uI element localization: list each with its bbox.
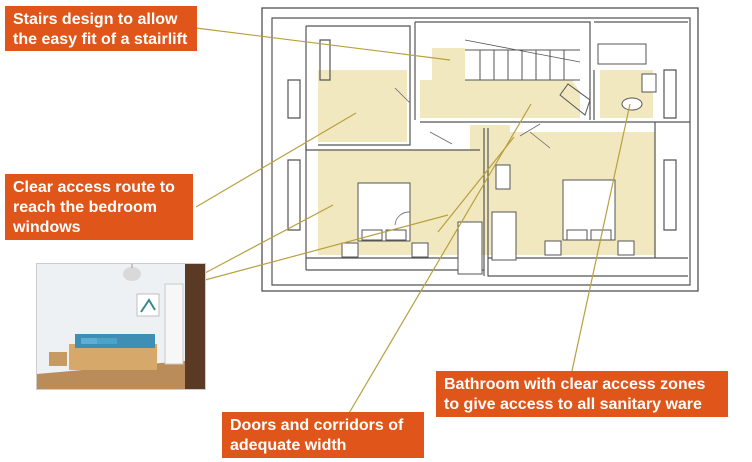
callout-doors-line-2: adequate width (230, 437, 347, 454)
callout-bathroom: Bathroom with clear access zones to give… (436, 371, 728, 417)
walls (271, 17, 691, 286)
callout-stairs: Stairs design to allow the easy fit of a… (5, 6, 197, 51)
callout-doors: Doors and corridors of adequate width (222, 412, 424, 458)
callout-windows: Clear access route to reach the bedroom … (5, 174, 193, 240)
callout-stairs-line-1: Stairs design to allow (13, 11, 178, 28)
bathroom-fittings (597, 43, 657, 111)
leader-windows-3 (204, 214, 449, 281)
leader-stairs (195, 27, 451, 61)
leader-lines (195, 27, 631, 421)
callout-windows-line-2: reach the bedroom (13, 199, 158, 216)
door-swings (394, 87, 551, 226)
leader-windows-1 (195, 112, 357, 208)
zone-stair-landing (420, 48, 580, 118)
callout-bathroom-line-2: to give access to all sanitary ware (444, 396, 702, 413)
wardrobe (457, 221, 483, 275)
leader-bathroom (569, 103, 631, 381)
leader-windows-2 (204, 204, 334, 274)
callout-windows-line-3: windows (13, 219, 81, 236)
callout-windows-line-1: Clear access route to (13, 179, 175, 196)
callout-bathroom-line-1: Bathroom with clear access zones (444, 376, 706, 393)
leader-doors (344, 103, 532, 421)
bedroom-photo-illustration (37, 264, 205, 389)
callout-doors-line-1: Doors and corridors of (230, 417, 404, 434)
stairs (464, 39, 591, 116)
zone-top-left-room (318, 70, 407, 142)
bath (597, 43, 647, 65)
basin (621, 97, 643, 111)
callout-stairs-line-2: the easy fit of a stairlift (13, 31, 188, 48)
bedroom-photo (36, 263, 206, 390)
leader-corridor (437, 136, 515, 233)
toilet (641, 73, 657, 93)
